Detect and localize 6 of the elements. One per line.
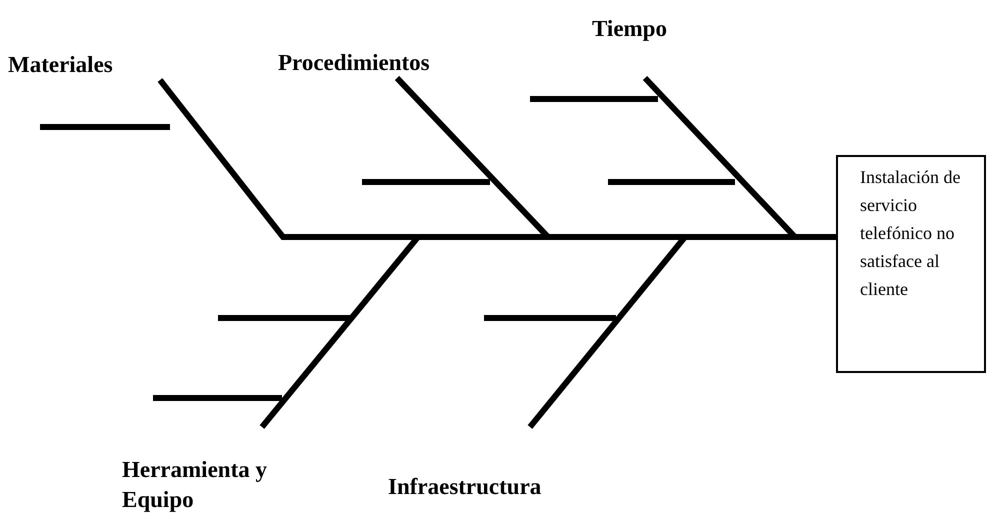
category-label: Materiales	[8, 48, 158, 80]
category-label: Infraestructura	[388, 462, 593, 502]
effect-box: Instalación de servicio telefónico no satisface al cliente	[836, 155, 986, 373]
category-label: Tiempo	[592, 14, 692, 44]
category-label: Procedimientos	[278, 46, 478, 78]
category-label: Herramienta y Equipo	[122, 427, 302, 515]
